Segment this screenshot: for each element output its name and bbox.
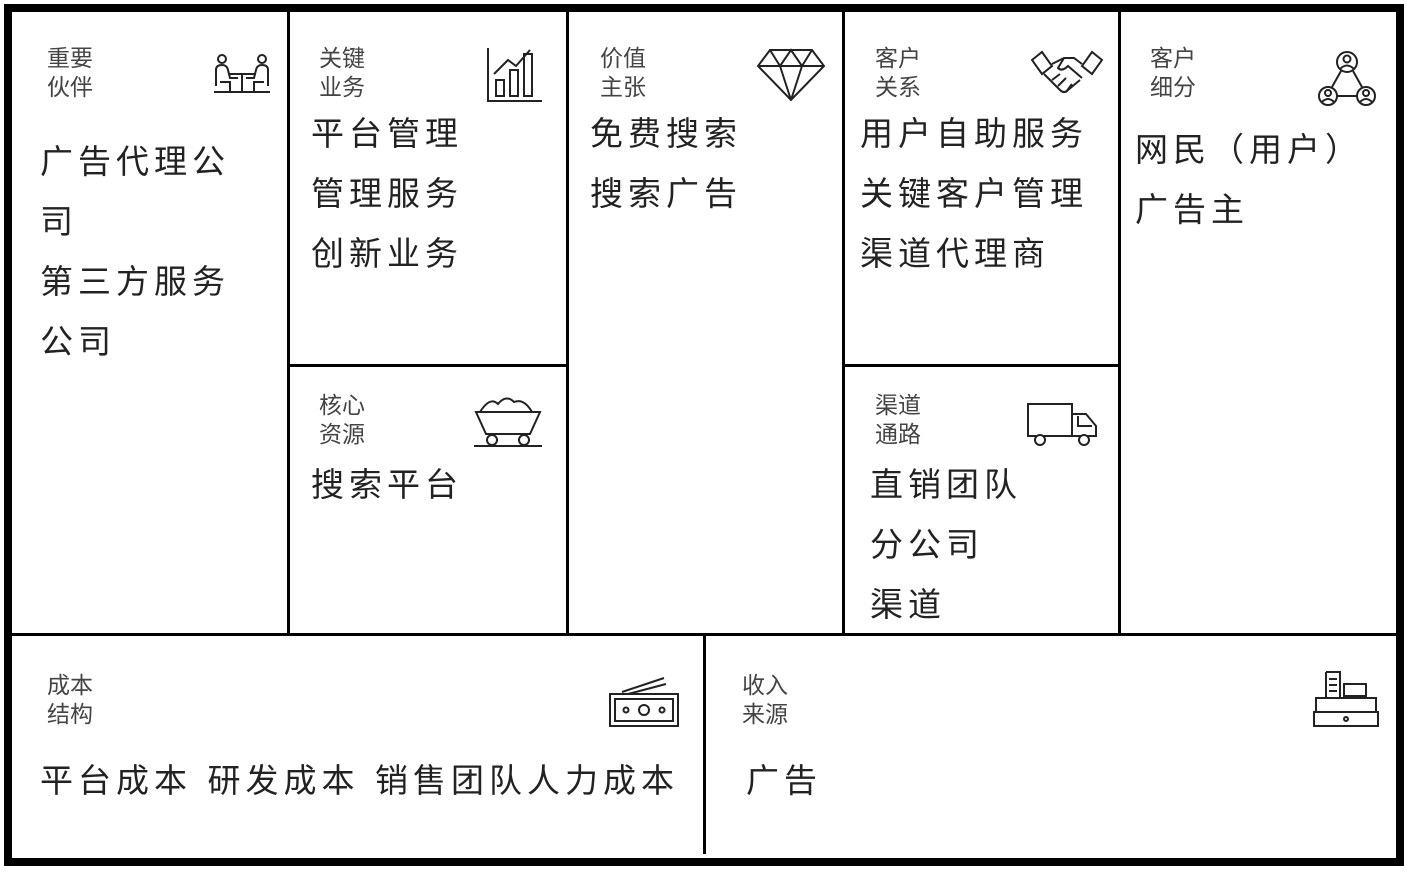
cost-structure-list: 平台成本 研发成本 销售团队人力成本 (40, 751, 679, 811)
channels-list: 直销团队 分公司 渠道 (870, 455, 1022, 635)
list-item: 网民（用户） (1135, 130, 1363, 169)
list-item: 搜索广告 (590, 174, 742, 213)
divider-relationships-channels (842, 364, 1121, 367)
list-item: 广告 (746, 761, 822, 800)
cash-register-icon (1312, 670, 1380, 730)
list-item: 平台管理 (311, 114, 463, 153)
customer-relationships-title: 客户 关系 (875, 46, 921, 101)
value-propositions-list: 免费搜索 搜索广告 (590, 104, 742, 224)
divider-relationships-segments (1118, 12, 1121, 636)
user-network-icon (1316, 50, 1378, 108)
key-activities-list: 平台管理 管理服务 创新业务 (311, 104, 463, 284)
truck-icon (1026, 402, 1100, 448)
bar-chart-icon (486, 46, 544, 104)
list-item: 平台成本 研发成本 销售团队人力成本 (40, 761, 679, 800)
divider-activities-resources (287, 364, 569, 367)
list-item: 广告代理公 (40, 142, 230, 181)
diamond-icon (756, 48, 826, 102)
list-item: 司 (40, 202, 78, 241)
list-item: 渠道代理商 (860, 234, 1050, 273)
value-propositions-title: 价值 主张 (600, 46, 646, 101)
list-item: 免费搜索 (590, 114, 742, 153)
list-item: 搜索平台 (311, 465, 463, 504)
meeting-people-icon (212, 52, 272, 96)
channels-title: 渠道 通路 (875, 393, 921, 448)
key-resources-list: 搜索平台 (311, 455, 463, 515)
list-item: 广告主 (1135, 190, 1249, 229)
list-item: 第三方服务 (40, 262, 230, 301)
revenue-streams-list: 广告 (746, 751, 822, 811)
mine-cart-icon (472, 394, 544, 450)
list-item: 渠道 (870, 585, 946, 624)
list-item: 用户自助服务 (860, 114, 1088, 153)
list-item: 创新业务 (311, 234, 463, 273)
list-item: 公司 (40, 322, 116, 361)
divider-cost-revenue (703, 633, 706, 854)
divider-activities-value (566, 12, 569, 636)
customer-segments-title: 客户 细分 (1150, 46, 1196, 101)
key-partners-list: 广告代理公 司 第三方服务 公司 (40, 132, 230, 372)
list-item: 直销团队 (870, 465, 1022, 504)
customer-segments-list: 网民（用户） 广告主 (1135, 120, 1363, 240)
cash-icon (608, 674, 680, 728)
divider-partners-activities (287, 12, 290, 636)
list-item: 分公司 (870, 525, 984, 564)
list-item: 关键客户管理 (860, 174, 1088, 213)
handshake-icon (1030, 50, 1104, 98)
divider-value-relationships (842, 12, 845, 636)
key-activities-title: 关键 业务 (319, 46, 365, 101)
list-item: 管理服务 (311, 174, 463, 213)
key-partners-title: 重要 伙伴 (47, 46, 93, 101)
customer-relationships-list: 用户自助服务 关键客户管理 渠道代理商 (860, 104, 1088, 284)
key-resources-title: 核心 资源 (319, 393, 365, 448)
revenue-streams-title: 收入 来源 (742, 673, 788, 728)
cost-structure-title: 成本 结构 (47, 673, 93, 728)
